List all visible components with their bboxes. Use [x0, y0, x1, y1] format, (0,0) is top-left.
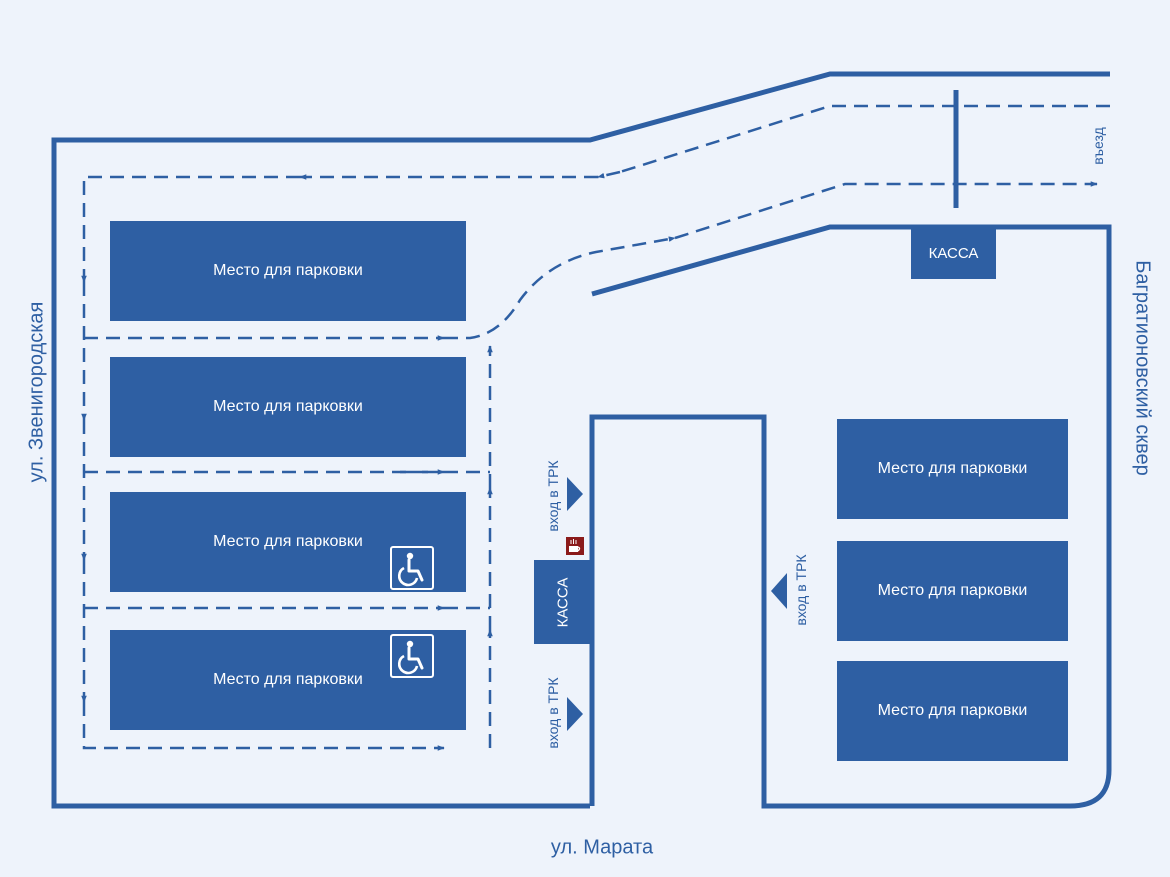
traffic-lanes — [81, 104, 1110, 751]
wheelchair-icon — [390, 546, 434, 590]
mall-entrance-label-upper: вход в ТРК — [545, 460, 561, 532]
lane-top-corner — [81, 175, 300, 283]
boundary-walls — [51, 71, 1112, 809]
lane-exit-ramp — [619, 104, 1110, 174]
parking-label: Место для парковки — [877, 582, 1028, 599]
wheelchair-glyph — [397, 640, 424, 675]
mall-entrance-label-east: вход в ТРК — [793, 554, 809, 626]
parking-label: Место для парковки — [213, 533, 363, 550]
coffee-cup-icon — [566, 537, 584, 555]
parking-spot-west-2: Место для парковки — [110, 357, 466, 457]
entrance-arrow-upper — [567, 477, 583, 511]
lane-entry-curve — [444, 236, 676, 340]
coffee-cup-glyph — [569, 539, 581, 552]
parking-spot-west-3: Место для парковки — [110, 492, 466, 592]
parking-label: Место для парковки — [877, 702, 1028, 719]
entrance-label: въезд — [1090, 127, 1106, 165]
lane-west-bottom — [82, 702, 445, 751]
kassa-label: КАССА — [553, 577, 571, 627]
street-label-south: ул. Марата — [550, 836, 654, 859]
parking-label: Место для парковки — [213, 262, 363, 279]
parking-label: Место для парковки — [213, 671, 363, 688]
entrance-arrow-lower — [567, 697, 583, 731]
street-label-east: Багратионовский сквер — [1131, 260, 1154, 476]
wheelchair-icon — [390, 634, 434, 678]
lane-exit-arrow-1 — [597, 170, 621, 179]
ramp-inner-wall — [589, 224, 1112, 809]
mall-entrance-label-lower: вход в ТРК — [545, 677, 561, 749]
parking-spot-east-3: Место для парковки — [837, 661, 1068, 761]
kassa-label: КАССА — [928, 244, 979, 262]
parking-spot-east-2: Место для парковки — [837, 541, 1068, 641]
wheelchair-glyph — [397, 552, 424, 587]
mall-entrance-arrows — [567, 477, 787, 731]
west-boundary — [51, 71, 1110, 809]
lane-entry-ramp — [674, 181, 1098, 240]
parking-label: Место для парковки — [213, 398, 363, 415]
parking-label: Место для парковки — [877, 460, 1028, 477]
entrance-arrow-east — [771, 573, 787, 609]
kassa-booth-entrance: КАССА — [911, 227, 996, 279]
street-label-west: ул. Звенигородская — [25, 301, 48, 483]
kassa-booth-mall: КАССА — [534, 560, 591, 644]
parking-spot-east-1: Место для парковки — [837, 419, 1068, 519]
parking-spot-west-1: Место для парковки — [110, 221, 466, 321]
